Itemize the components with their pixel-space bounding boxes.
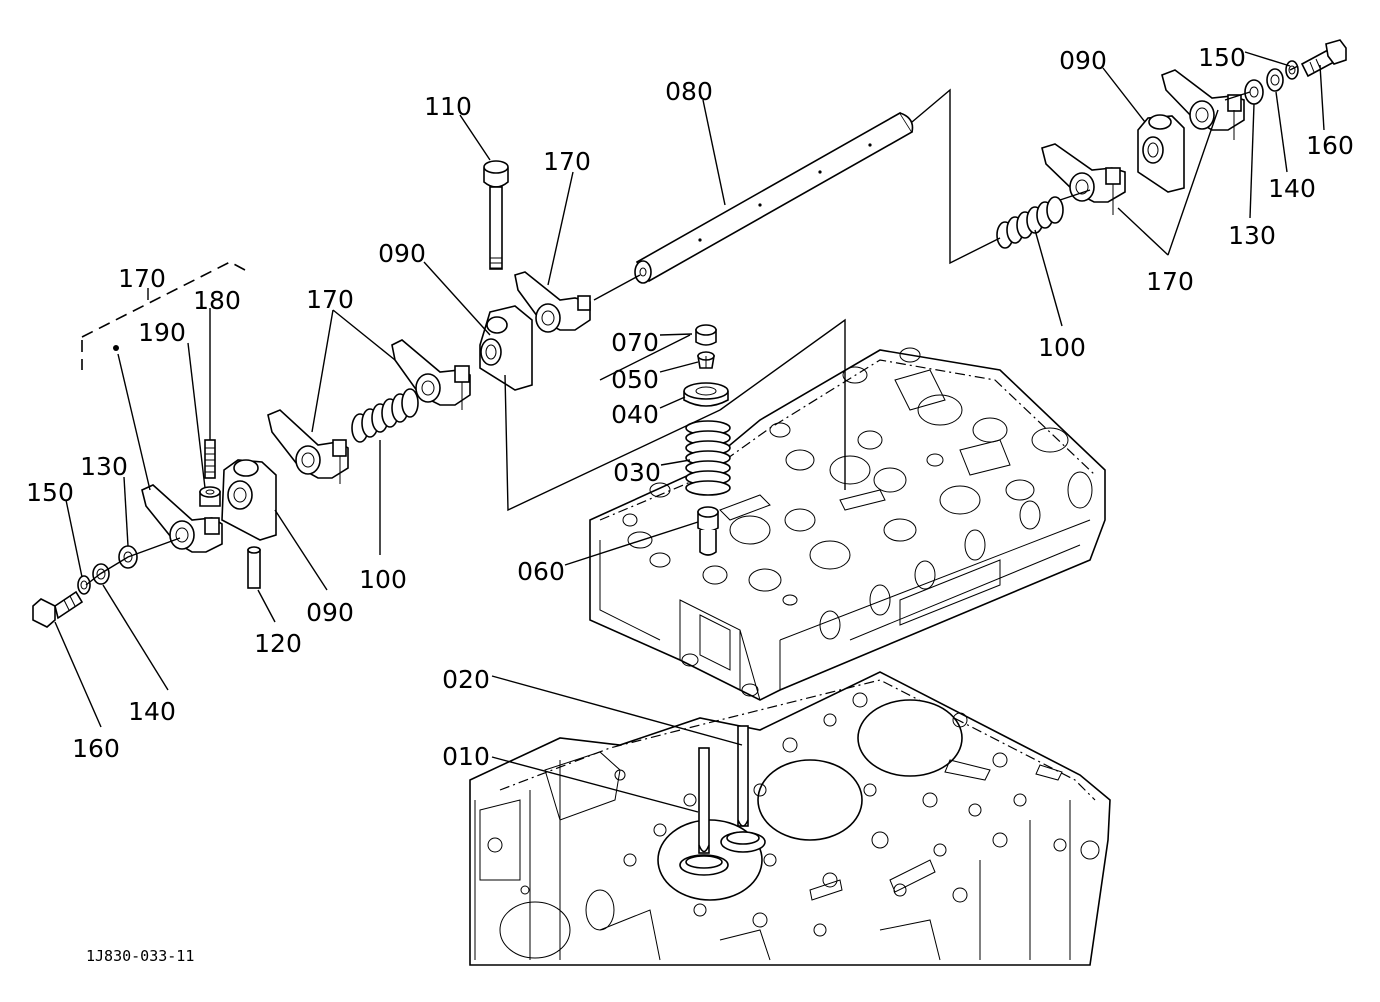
callout-030: 030: [613, 458, 661, 487]
rocker-arm-mid-top: [514, 271, 591, 333]
callout-180: 180: [193, 286, 241, 315]
spring-100-right: [996, 196, 1064, 249]
callout-090-m: 090: [378, 239, 426, 268]
callout-150-l: 150: [26, 478, 74, 507]
callout-050: 050: [611, 365, 659, 394]
callout-150-r: 150: [1198, 43, 1246, 72]
rocker-arm-right-2: [1161, 69, 1245, 140]
valve-stem-seal-060: [697, 506, 719, 556]
callout-010: 010: [442, 742, 490, 771]
cylinder-head: [589, 347, 1106, 701]
callout-160-r: 160: [1306, 131, 1354, 160]
callout-070: 070: [611, 328, 659, 357]
valve-spring-030: [685, 420, 731, 496]
callout-090-top: 090: [1059, 46, 1107, 75]
washer-130-right: [1244, 79, 1264, 105]
callout-100-l: 100: [359, 565, 407, 594]
callout-110: 110: [424, 92, 472, 121]
spring-100-left: [351, 388, 419, 443]
spring-washer-150-right: [1285, 60, 1299, 80]
washer-140-right: [1266, 68, 1284, 92]
nut-190: [199, 486, 221, 507]
callout-170-r: 170: [1146, 267, 1194, 296]
callout-170-mt: 170: [543, 147, 591, 176]
callout-040: 040: [611, 400, 659, 429]
rocker-arm-mid-low: [391, 339, 471, 410]
bolt-160-right: [1300, 39, 1347, 78]
bolt-160-left: [32, 590, 84, 628]
drawing-code: 1J830-033-11: [86, 947, 194, 965]
rocker-arm-left-1: [267, 409, 349, 484]
rocker-arm-left-2: [141, 484, 223, 553]
rocker-shaft-080: [634, 111, 914, 284]
callout-160-l: 160: [72, 734, 120, 763]
callout-170-l: 170: [306, 285, 354, 314]
collet-050: [697, 351, 715, 369]
spring-washer-150-left: [77, 575, 91, 595]
rocker-bracket-090-left: [221, 459, 277, 541]
assembly-lines: [85, 65, 1299, 586]
callout-060: 060: [517, 557, 565, 586]
rocker-bracket-090-right: [1137, 114, 1185, 193]
valve-cap-070: [695, 324, 717, 346]
spring-retainer-040: [683, 382, 729, 407]
head-port-holes: [622, 347, 1093, 697]
leader-lines: [54, 51, 1325, 813]
valve-020: [720, 725, 766, 853]
callout-190: 190: [138, 318, 186, 347]
pin-120: [247, 546, 261, 589]
callout-130-r: 130: [1228, 221, 1276, 250]
callout-100-r: 100: [1038, 333, 1086, 362]
valve-010: [679, 747, 729, 876]
callout-140-r: 140: [1268, 174, 1316, 203]
callout-170-tl: 170: [118, 264, 166, 293]
cylinder-block: [469, 671, 1111, 966]
callout-020: 020: [442, 665, 490, 694]
dashed-assembly-bracket: [81, 261, 246, 370]
callout-130-l: 130: [80, 452, 128, 481]
callout-120: 120: [254, 629, 302, 658]
rocker-bracket-090-middle: [479, 305, 533, 391]
callout-090-b: 090: [306, 598, 354, 627]
callout-080: 080: [665, 77, 713, 106]
adjust-screw-180: [204, 439, 216, 479]
bolt-110: [483, 160, 509, 270]
callout-140-l: 140: [128, 697, 176, 726]
block-bolt-holes: [487, 692, 1100, 937]
